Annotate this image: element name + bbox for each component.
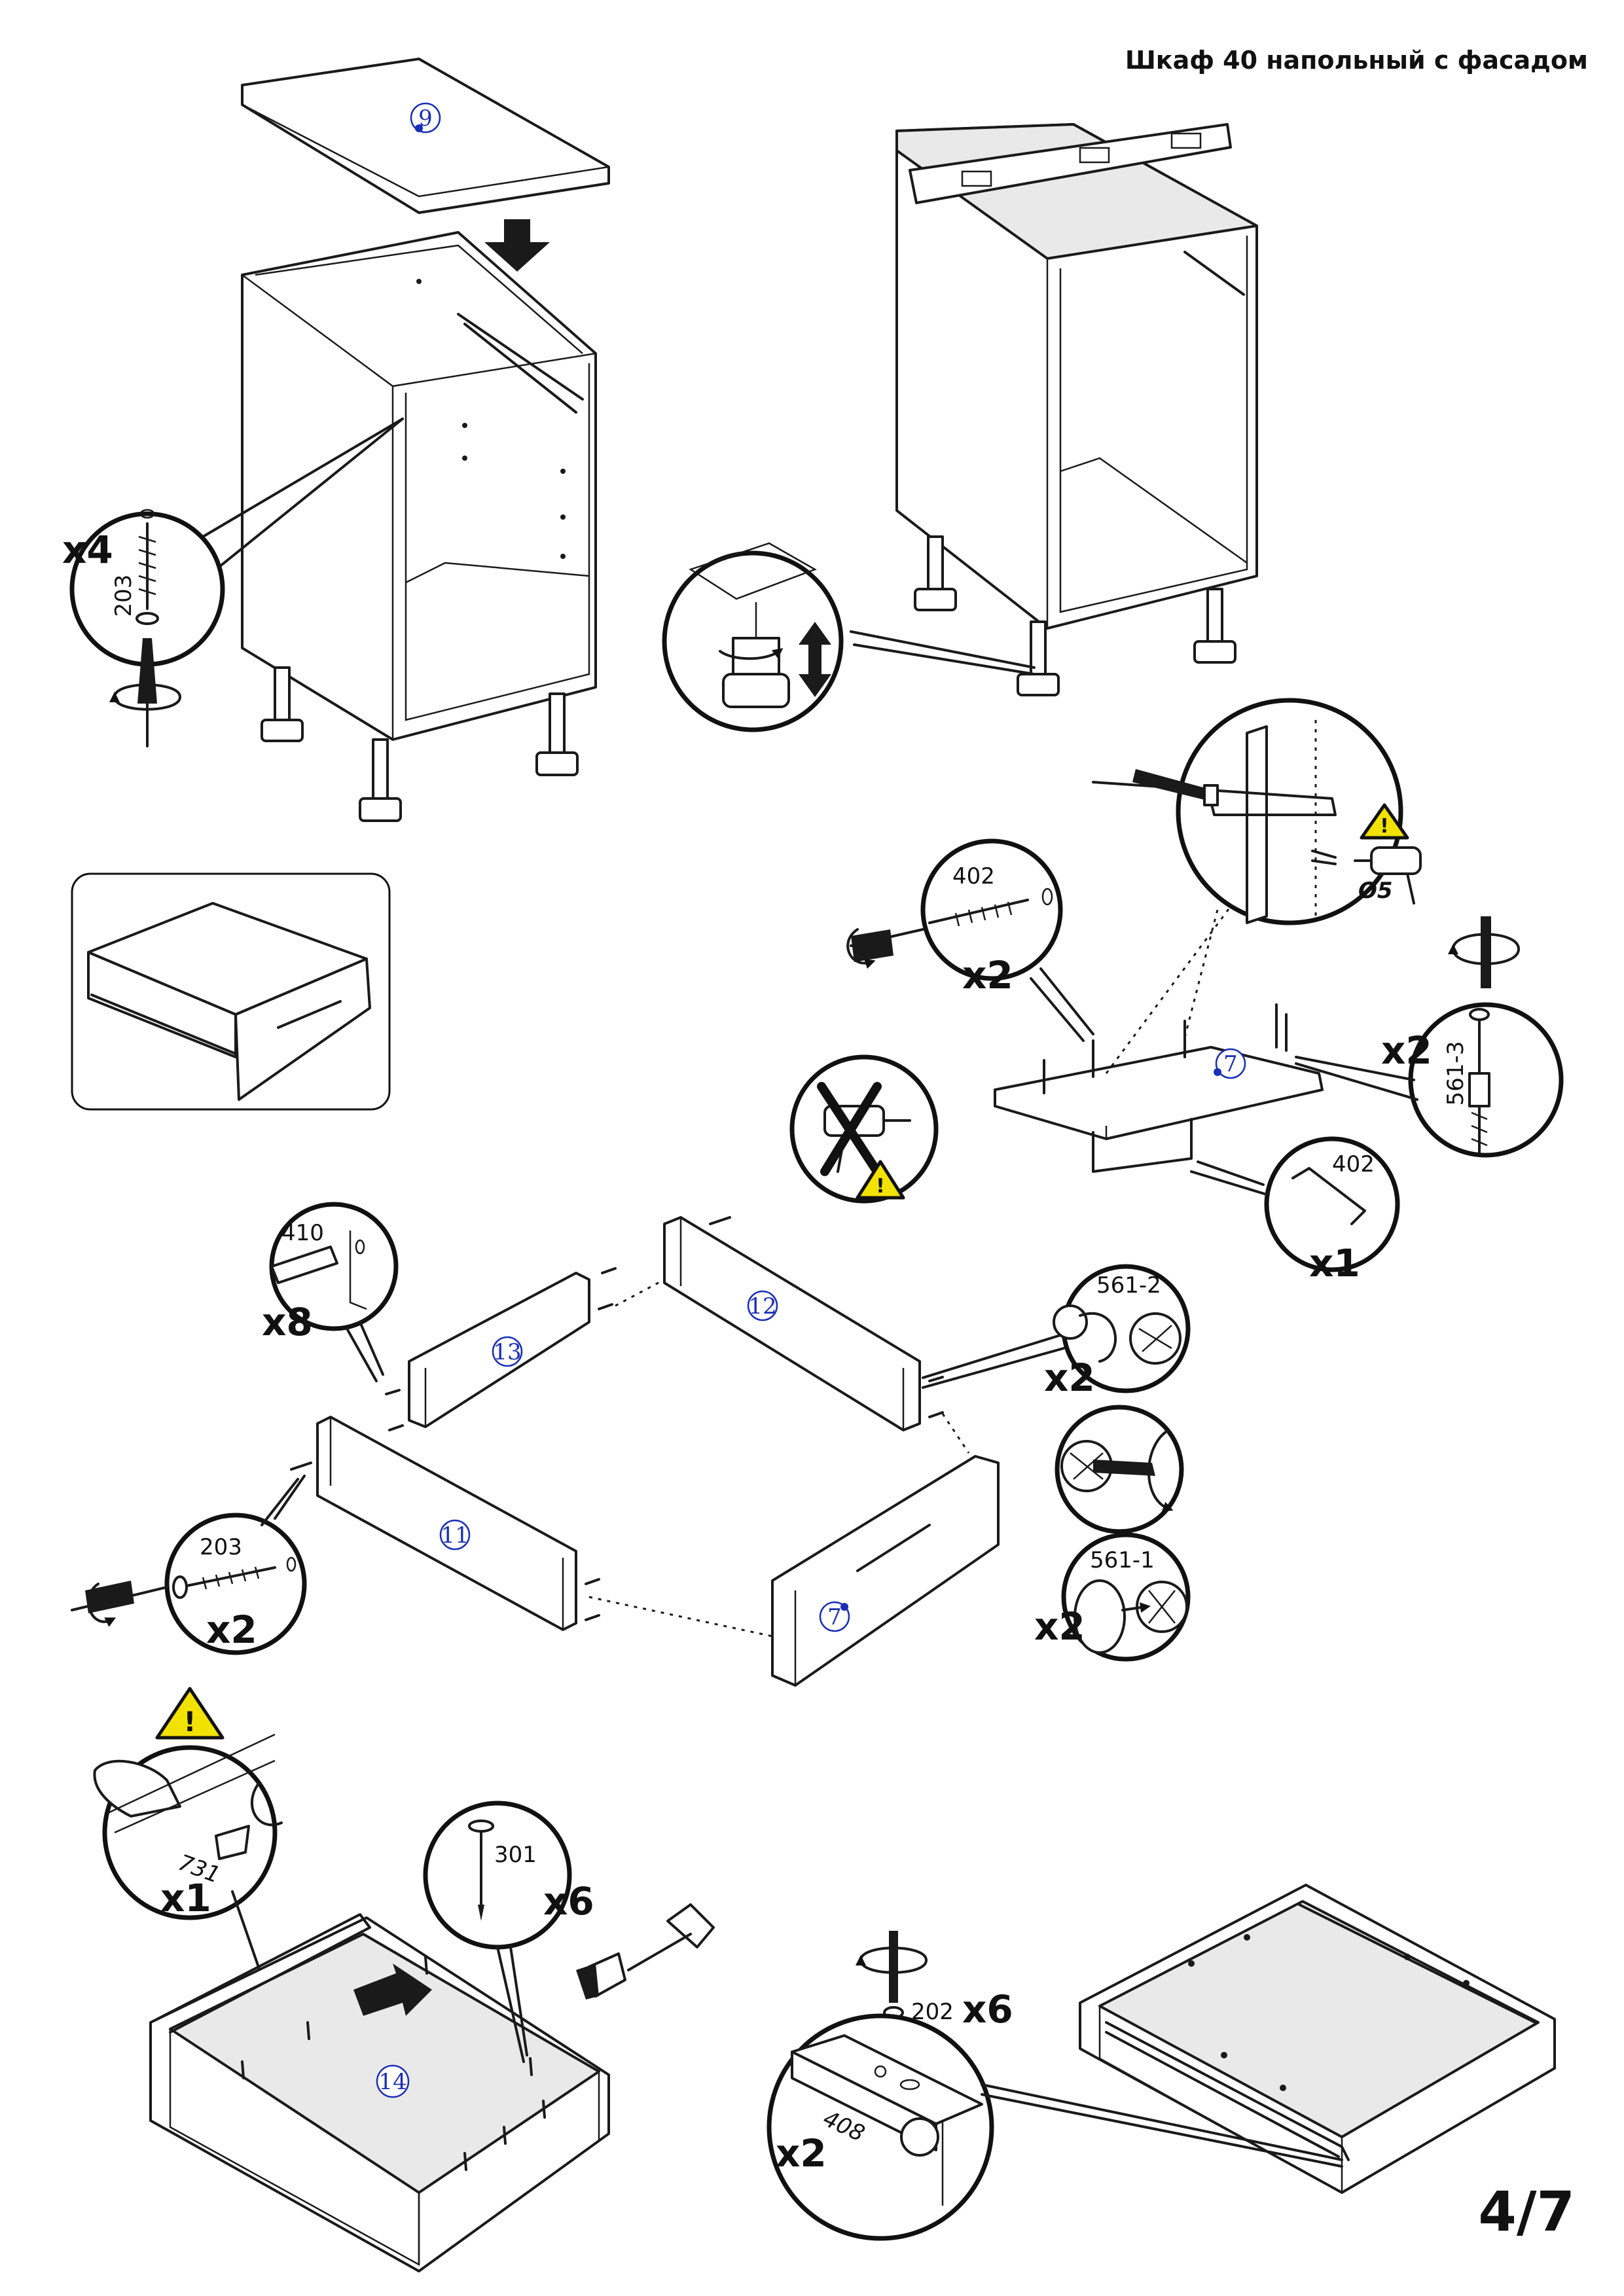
quantity-cams-1: x2 bbox=[1034, 1604, 1085, 1649]
top-panel-9 bbox=[241, 58, 610, 214]
screwdriver-icon-3 bbox=[71, 1581, 168, 1627]
quantity-clip: x1 bbox=[160, 1876, 211, 1920]
hardware-code-203-top: 203 bbox=[111, 575, 137, 617]
warning-triangle-icon-3 bbox=[155, 1687, 225, 1740]
nail-marks bbox=[241, 1956, 546, 2171]
drill-template-icon bbox=[1092, 720, 1337, 924]
part-label-14: 14 bbox=[378, 2069, 406, 2095]
drawer-overview-panel bbox=[71, 872, 391, 1111]
rotate-arrow-icon-3 bbox=[1448, 933, 1520, 965]
fixing-pins bbox=[1043, 1003, 1288, 1094]
dowel-pins bbox=[290, 1216, 944, 1621]
step-levelling bbox=[662, 123, 1258, 732]
cam-lock-icon bbox=[1053, 1304, 1182, 1365]
hardware-code-301: 301 bbox=[494, 1842, 537, 1868]
part-label-12: 12 bbox=[748, 1293, 776, 1319]
push-arrow-icon bbox=[353, 1964, 432, 2016]
rotate-arrow-icon-4 bbox=[856, 1946, 928, 1974]
svg-text:!: ! bbox=[1380, 815, 1389, 838]
dowel-icon bbox=[270, 1230, 367, 1310]
nail-icon bbox=[468, 1820, 494, 1921]
drill-diameter-label: Ø5 bbox=[1357, 878, 1393, 904]
handle-icon bbox=[1092, 1118, 1193, 1173]
quantity-top-screws: x4 bbox=[62, 528, 113, 572]
cam-screw-icon bbox=[1468, 1008, 1490, 1153]
step-top-panel: 9 bbox=[62, 58, 610, 822]
hole-pattern bbox=[416, 279, 566, 559]
zoom-bubble-screw-203 bbox=[164, 1513, 307, 1655]
up-down-arrow-icon bbox=[799, 622, 831, 697]
runner-screw-marks bbox=[1188, 1934, 1470, 2091]
quantity-nails: x6 bbox=[543, 1879, 594, 1924]
part-label-11: 11 bbox=[441, 1522, 469, 1549]
drill-icon bbox=[1311, 846, 1422, 905]
hammer-icon bbox=[576, 1903, 715, 2000]
warning-triangle-icon bbox=[1360, 803, 1409, 840]
down-arrow-icon bbox=[484, 219, 550, 272]
hardware-code-402-screw: 402 bbox=[952, 863, 995, 889]
part-label-7-panel: 7 bbox=[1223, 1051, 1238, 1077]
hardware-code-203-drawer: 203 bbox=[200, 1534, 242, 1560]
drawer-back-12 bbox=[663, 1216, 921, 1431]
zoom-bubble-handle-402 bbox=[1264, 1136, 1400, 1272]
hardware-code-561-2: 561-2 bbox=[1096, 1272, 1161, 1299]
svg-text:!: ! bbox=[183, 1706, 196, 1738]
quantity-front-screws: x2 bbox=[962, 953, 1013, 997]
step-drawer-front: 7 ! Ø5 bbox=[789, 698, 1564, 1285]
part-label-13: 13 bbox=[493, 1339, 521, 1365]
screw-icon-402 bbox=[928, 888, 1053, 927]
warning-triangle-icon-2 bbox=[856, 1160, 905, 1200]
no-drill-icon bbox=[817, 1082, 911, 1176]
quantity-drawer-screws: x2 bbox=[206, 1607, 257, 1652]
svg-text:!: ! bbox=[876, 1175, 885, 1198]
cam-cap-icon bbox=[1074, 1579, 1188, 1654]
hardware-code-561-3: 561-3 bbox=[1443, 1041, 1469, 1106]
cam-tighten-icon bbox=[1060, 1429, 1174, 1512]
screw-icon-203 bbox=[172, 1556, 297, 1599]
screwdriver-icon-2 bbox=[846, 928, 924, 969]
zoom-bubble-screw-402 bbox=[920, 838, 1063, 981]
rotate-arrow-icon bbox=[109, 683, 181, 711]
hardware-code-402-handle: 402 bbox=[1332, 1151, 1375, 1177]
cabinet-carcass bbox=[241, 231, 597, 741]
rotate-arrow-icon-2 bbox=[719, 648, 784, 660]
part-label-9: 9 bbox=[418, 105, 433, 132]
hardware-code-410: 410 bbox=[281, 1220, 324, 1246]
document-title: Шкаф 40 напольный с фасадом bbox=[1125, 46, 1588, 75]
hand-icon bbox=[93, 1733, 283, 1860]
screwdriver-icon bbox=[137, 638, 157, 747]
quantity-dowels: x8 bbox=[262, 1300, 313, 1344]
spirit-level-icon bbox=[909, 123, 1232, 204]
drawer-handle-icon bbox=[856, 1524, 931, 1572]
quantity-cams-2: x2 bbox=[1044, 1355, 1095, 1400]
quantity-rail-screws: x6 bbox=[962, 1987, 1013, 2032]
handle-part-icon bbox=[1291, 1167, 1366, 1225]
runner-detail-icon bbox=[791, 2034, 983, 2206]
quantity-rail-parts: x2 bbox=[776, 2131, 827, 2176]
step-drawer-assembly: 13 12 11 7 bbox=[71, 1202, 1191, 1687]
hardware-code-561-1: 561-1 bbox=[1090, 1547, 1155, 1573]
part-label-7-front: 7 bbox=[827, 1604, 842, 1630]
cabinet-legs bbox=[261, 666, 579, 822]
drawer-runner-icon bbox=[1105, 2021, 1350, 2161]
zoom-bubble-nail-301 bbox=[423, 1801, 572, 1950]
drawer-front-7 bbox=[771, 1455, 1000, 1687]
step-drawer-runners: 202 x6 408 x2 bbox=[767, 1884, 1556, 2241]
step-drawer-bottom: ! 731 x1 14 bbox=[93, 1687, 715, 2272]
cabinet-legs-2 bbox=[914, 535, 1236, 696]
quantity-handle: x1 bbox=[1309, 1241, 1360, 1285]
screw-icon bbox=[135, 509, 159, 625]
quantity-cams-3: x2 bbox=[1381, 1028, 1432, 1073]
zoom-bubble-drilling bbox=[1176, 698, 1403, 925]
page-number: 4/7 bbox=[1478, 2179, 1575, 2244]
